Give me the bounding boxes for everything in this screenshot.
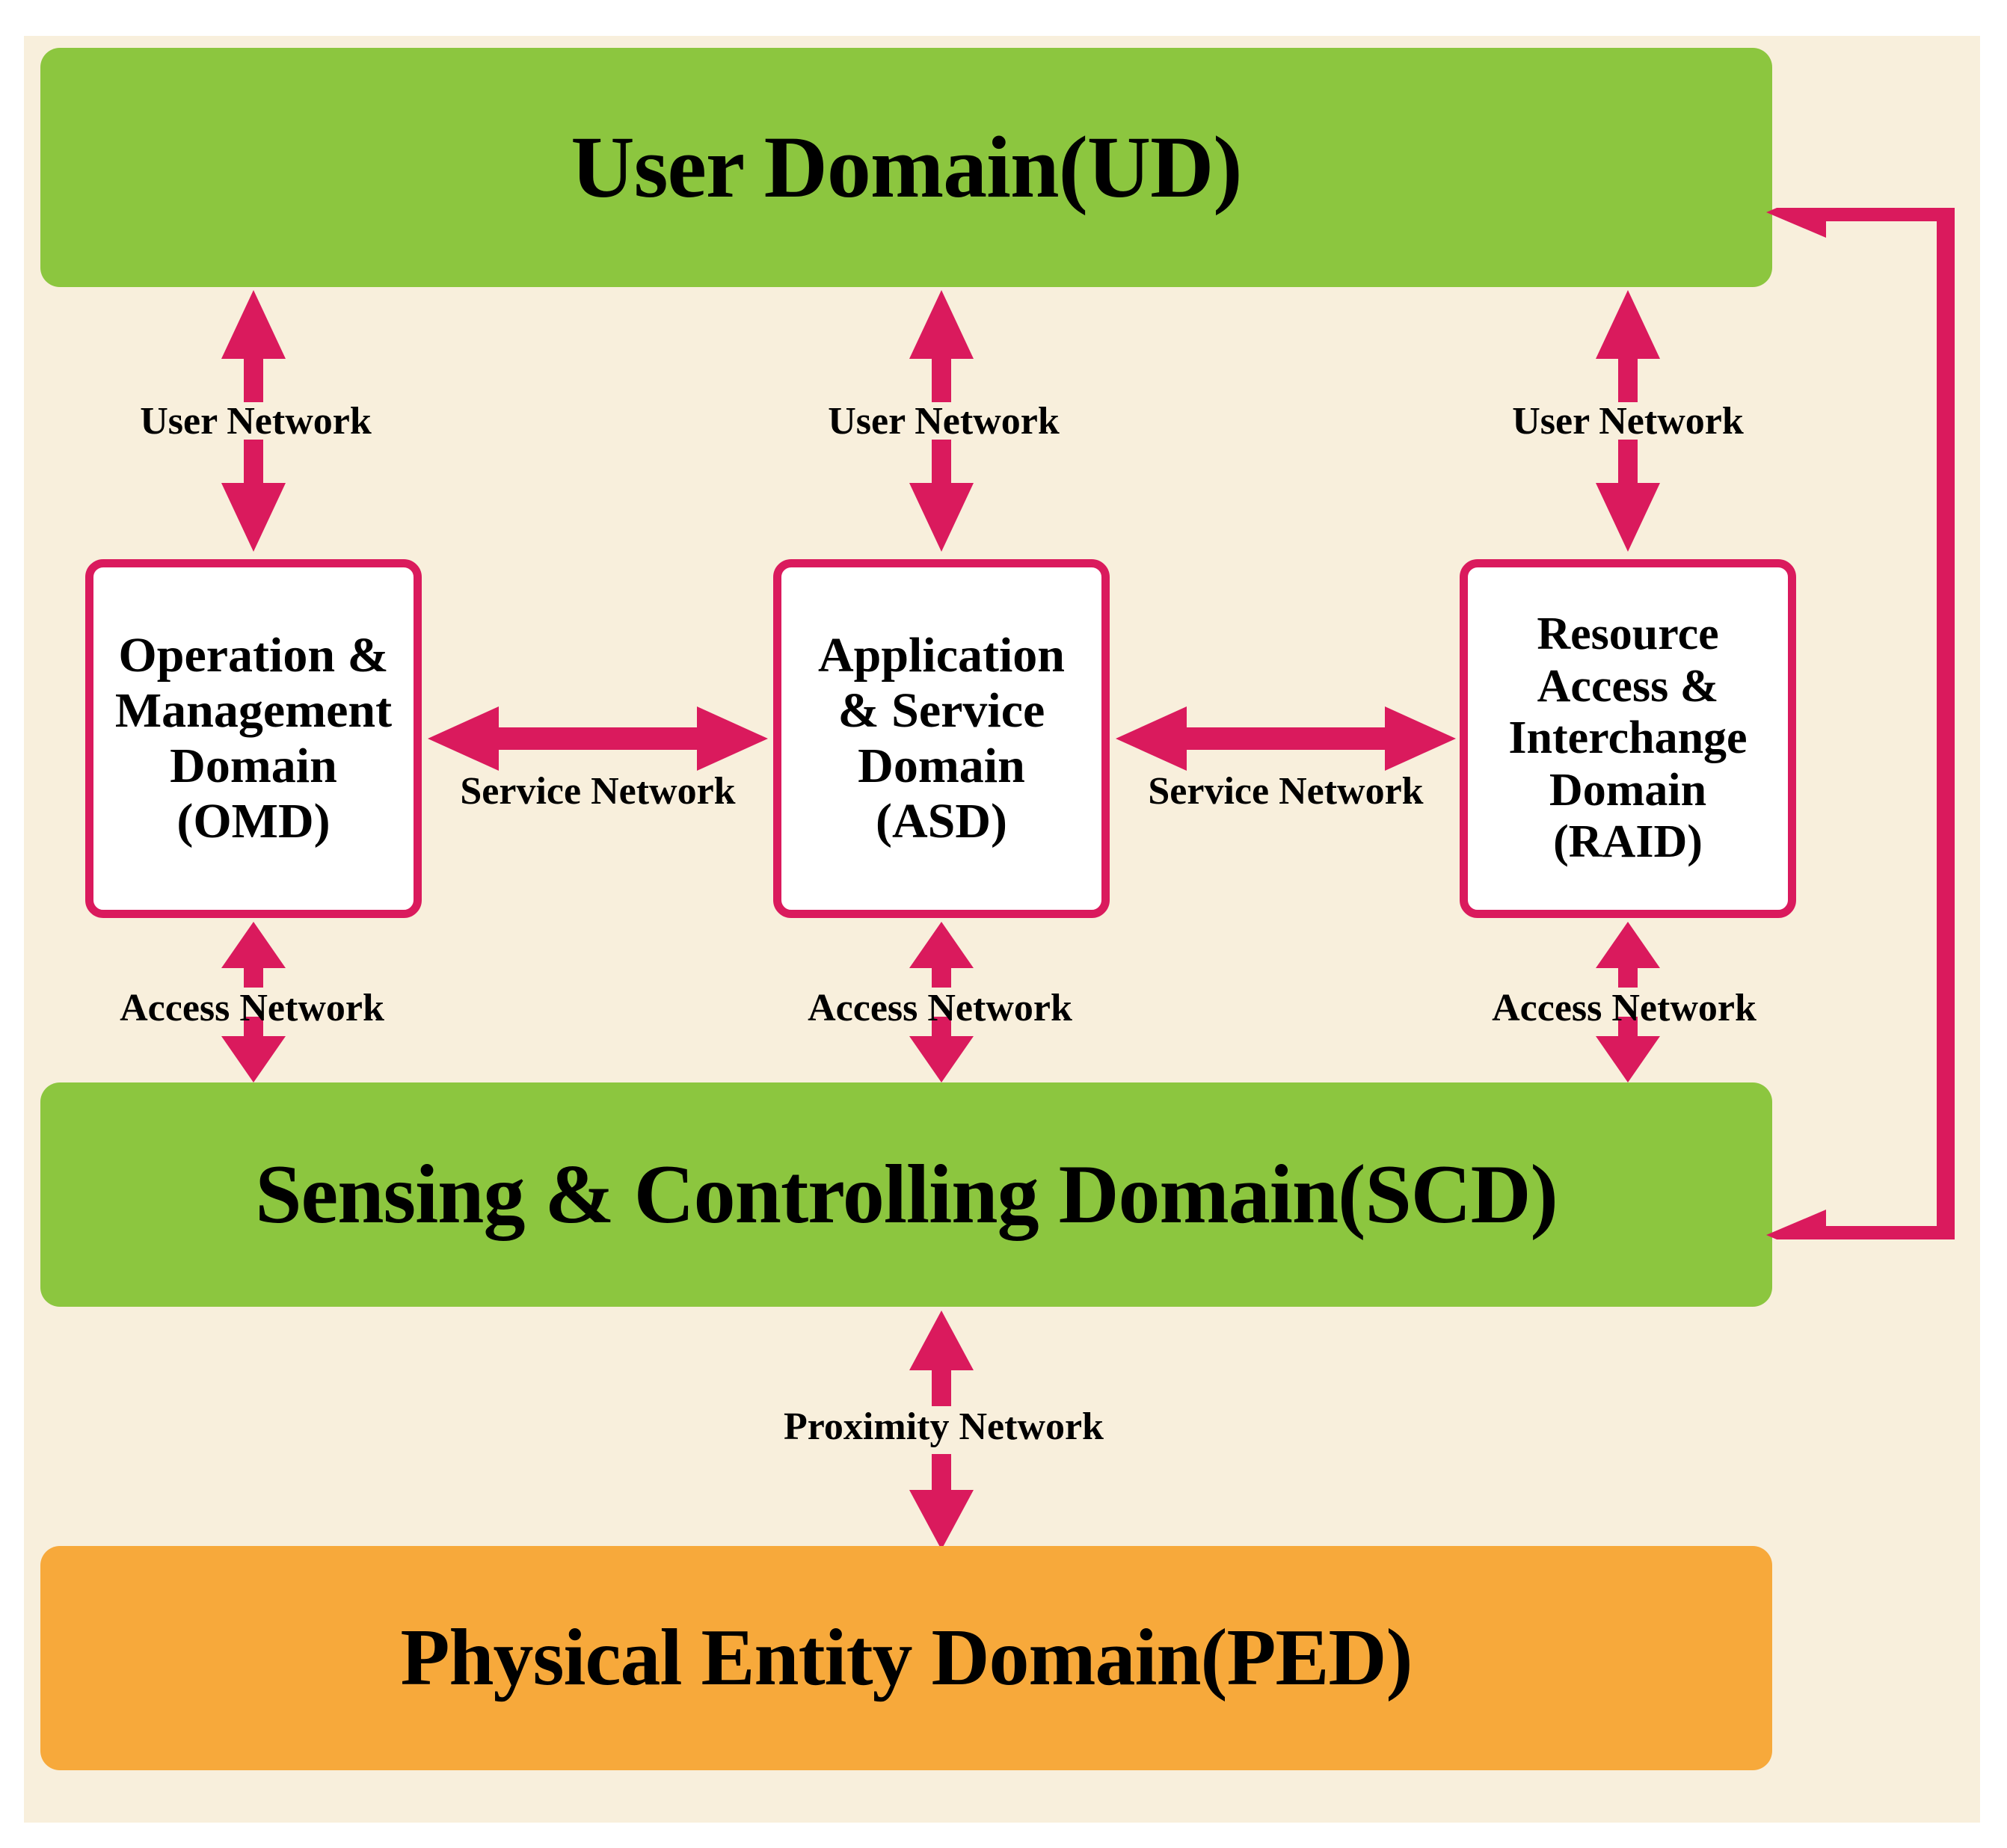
sensing-controlling-domain-label: Sensing & Controlling Domain(SCD) <box>255 1148 1558 1241</box>
proximity-network-label: Proximity Network <box>784 1405 1104 1448</box>
omd-line-1: Operation & <box>118 628 389 683</box>
resource-access-interchange-domain-box[interactable]: Resource Access & Interchange Domain (RA… <box>1460 559 1796 918</box>
access-network-right-label: Access Network <box>1492 987 1756 1029</box>
user-domain-banner[interactable]: User Domain(UD) <box>40 48 1772 287</box>
asd-line-4: (ASD) <box>876 793 1007 848</box>
asd-line-2: & Service <box>837 683 1045 739</box>
user-network-center-arrows <box>909 290 974 552</box>
service-network-right-arrow <box>1116 706 1456 771</box>
omd-line-3: Domain <box>170 739 337 793</box>
diagram-canvas: User Domain(UD) User Network User Networ… <box>24 36 1980 1823</box>
physical-entity-domain-label: Physical Entity Domain(PED) <box>400 1613 1413 1702</box>
user-network-left-label: User Network <box>140 400 372 443</box>
user-network-left-arrows <box>221 290 286 552</box>
raid-line-2: Access & <box>1537 660 1719 712</box>
ud-scd-feedback-connector <box>1766 208 1955 1239</box>
service-network-left-arrow <box>428 706 768 771</box>
user-network-right-arrows <box>1596 290 1660 552</box>
service-network-left-label: Service Network <box>460 770 736 813</box>
raid-line-5: (RAID) <box>1553 816 1703 868</box>
omd-line-4: (OMD) <box>176 793 331 848</box>
access-network-center-label: Access Network <box>808 987 1072 1029</box>
asd-line-1: Application <box>817 628 1066 683</box>
user-domain-label: User Domain(UD) <box>571 118 1242 216</box>
user-network-center-label: User Network <box>828 400 1060 443</box>
service-network-right-label: Service Network <box>1148 770 1424 813</box>
asd-line-3: Domain <box>858 739 1025 793</box>
access-network-right-arrows <box>1596 922 1660 1082</box>
raid-line-1: Resource <box>1537 609 1719 660</box>
application-service-domain-box[interactable]: Application & Service Domain (ASD) <box>773 559 1110 918</box>
access-network-center-arrows <box>909 922 974 1082</box>
operation-management-domain-box[interactable]: Operation & Management Domain (OMD) <box>85 559 422 918</box>
physical-entity-domain-banner[interactable]: Physical Entity Domain(PED) <box>40 1546 1772 1770</box>
access-network-left-label: Access Network <box>120 987 384 1029</box>
raid-line-3: Interchange <box>1508 712 1748 764</box>
omd-line-2: Management <box>114 683 393 739</box>
user-network-right-label: User Network <box>1512 400 1744 443</box>
access-network-left-arrows <box>221 922 286 1082</box>
sensing-controlling-domain-banner[interactable]: Sensing & Controlling Domain(SCD) <box>40 1082 1772 1307</box>
proximity-network-arrows <box>909 1310 974 1550</box>
raid-line-4: Domain <box>1549 764 1707 816</box>
